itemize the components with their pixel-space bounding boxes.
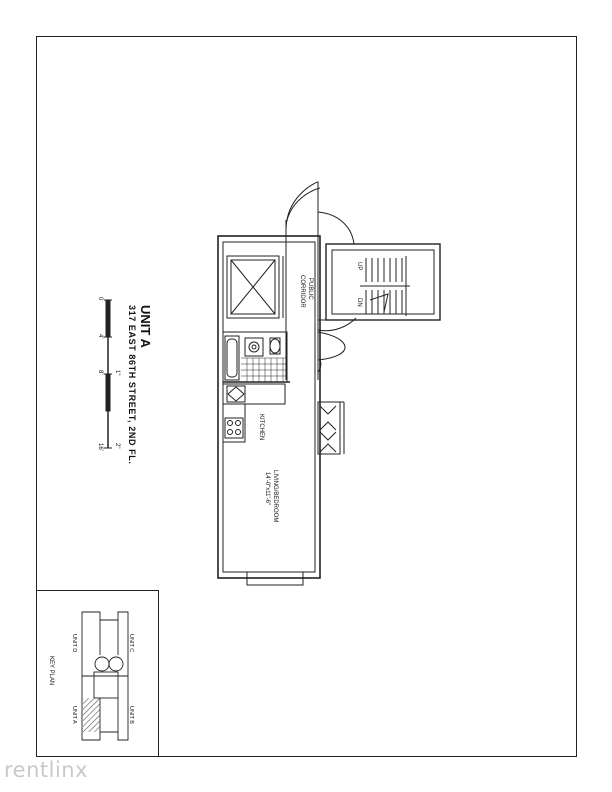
kitchen-counter-side <box>222 403 246 443</box>
scale-tick-0: 0 <box>97 297 103 301</box>
stair-treads <box>360 256 410 316</box>
scale-bar <box>104 299 112 449</box>
closet <box>317 401 341 455</box>
living-room-dimensions: 14'-0"x11'-6" <box>264 472 270 506</box>
key-plan-unit-a-highlight <box>83 698 100 732</box>
sink <box>244 337 264 357</box>
kitchen-sink <box>226 385 246 403</box>
key-plan-unit-c: UNIT C <box>128 634 134 653</box>
stair-enclosure <box>325 243 441 321</box>
key-plan-title: KEY PLAN <box>48 656 54 686</box>
scale-subtick-2: 2" <box>114 443 120 449</box>
bathtub <box>224 335 240 381</box>
stair-down-label: DN <box>356 298 362 307</box>
public-corridor-label-2: CORRIDOR <box>299 275 305 308</box>
key-plan-box <box>36 590 159 757</box>
unit-address: 317 EAST 86TH STREET, 2ND FL. <box>127 305 137 465</box>
scale-subtick-1: 1" <box>114 370 120 376</box>
watermark-logo: rentlinx <box>4 758 89 782</box>
bathroom-tile-floor <box>241 357 287 382</box>
scale-tick-16: 16' <box>97 443 103 451</box>
scale-tick-4: 4' <box>97 334 103 339</box>
elevator-shaft <box>226 255 280 319</box>
corridor-arch-bottom <box>317 317 357 332</box>
unit-title: UNIT A <box>138 305 153 348</box>
living-room-label: LIVING/BEDROOM <box>272 470 278 523</box>
public-corridor-label-1: PUBLIC <box>307 278 313 300</box>
stair-up-label: UP <box>356 262 362 271</box>
corridor-arch-top <box>285 181 319 231</box>
kitchen-counter-top <box>222 383 286 405</box>
sheet-border <box>36 36 577 757</box>
scale-tick-8: 8' <box>97 370 103 375</box>
key-plan-unit-b: UNIT B <box>128 706 134 724</box>
window-bay <box>246 571 304 586</box>
key-plan-drawing <box>81 611 129 741</box>
kitchen-label: KITCHEN <box>258 414 264 441</box>
kitchen-range <box>224 417 244 439</box>
closet-door <box>319 405 337 431</box>
key-plan-unit-d: UNIT D <box>71 634 77 653</box>
key-plan-unit-a: UNIT A <box>71 706 77 724</box>
